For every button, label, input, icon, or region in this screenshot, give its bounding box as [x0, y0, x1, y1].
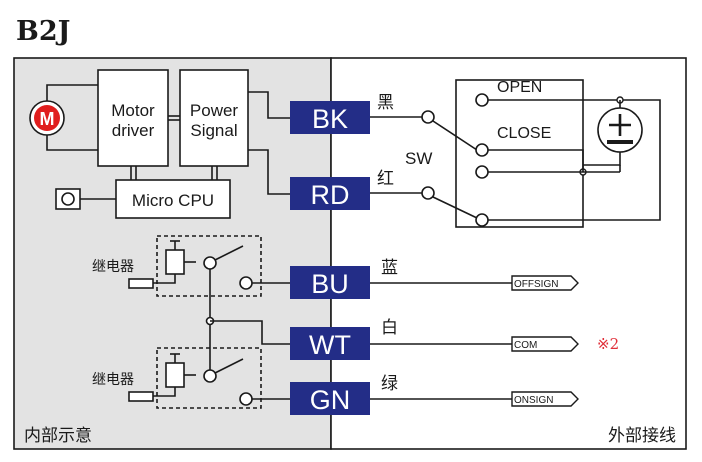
- svg-text:BU: BU: [311, 269, 349, 299]
- wire-label-wt: WT: [290, 327, 370, 360]
- svg-text:WT: WT: [309, 330, 351, 360]
- inner-section-label: 内部示意: [24, 426, 92, 445]
- output-tag-com: COM: [511, 336, 579, 352]
- outer-section-label: 外部接线: [608, 426, 676, 445]
- relay-1-label: 继电器: [92, 258, 134, 274]
- power-signal-box: [179, 69, 249, 167]
- close-label: CLOSE: [497, 125, 551, 142]
- motor-driver-label-1: Motor: [111, 101, 155, 120]
- wire-cn-gn: 绿: [381, 374, 398, 393]
- svg-text:M: M: [40, 109, 55, 129]
- motor-driver-label-2: driver: [112, 121, 155, 140]
- svg-text:OFFSIGN: OFFSIGN: [514, 279, 558, 290]
- diagram-title: B2J: [16, 16, 70, 47]
- relay-2-label: 继电器: [92, 371, 134, 387]
- sw-label: SW: [405, 149, 432, 168]
- wire-cn-bu: 蓝: [381, 258, 398, 277]
- wire-label-bu: BU: [290, 266, 370, 299]
- wire-cn-wt: 白: [381, 318, 398, 337]
- relay-2: [128, 347, 262, 409]
- power-signal-label-2: Signal: [190, 121, 237, 140]
- open-label: OPEN: [497, 79, 542, 96]
- output-tag-offsign: OFFSIGN: [511, 275, 579, 291]
- wire-label-bk: BK: [290, 101, 370, 134]
- wire-cn-rd: 红: [377, 169, 394, 188]
- relay-1: [128, 235, 262, 321]
- svg-text:RD: RD: [311, 180, 350, 210]
- sensor-icon: [55, 188, 81, 210]
- motor-icon: M: [29, 100, 65, 136]
- micro-cpu-box: [115, 179, 231, 219]
- svg-text:BK: BK: [312, 104, 348, 134]
- wire-cn-bk: 黑: [377, 93, 394, 112]
- svg-text:GN: GN: [310, 385, 351, 415]
- svg-text:COM: COM: [514, 340, 537, 351]
- note-mark: ※2: [597, 335, 619, 353]
- wire-label-gn: GN: [290, 382, 370, 415]
- micro-cpu-label: Micro CPU: [132, 191, 214, 210]
- output-tag-onsign: ONSIGN: [511, 391, 579, 407]
- svg-text:ONSIGN: ONSIGN: [514, 395, 553, 406]
- power-signal-label-1: Power: [190, 101, 239, 120]
- wire-label-rd: RD: [290, 177, 370, 210]
- motor-driver-box: [97, 69, 169, 167]
- battery-icon: [597, 107, 643, 153]
